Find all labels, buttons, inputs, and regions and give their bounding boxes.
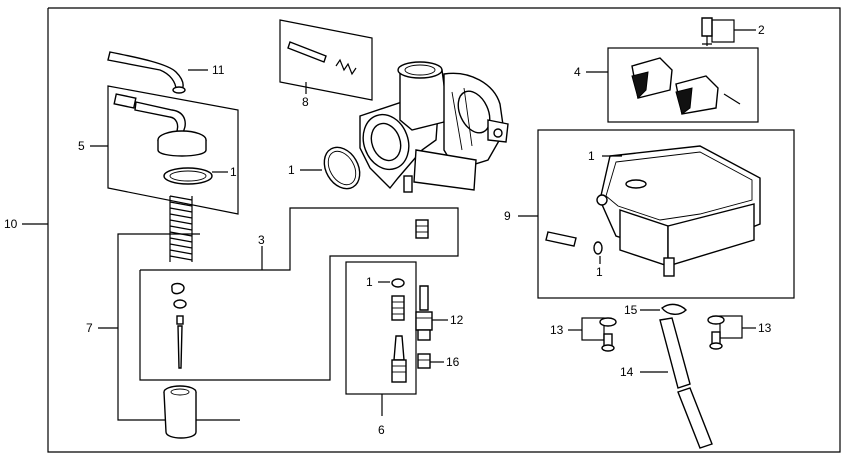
label-13a: 13	[550, 323, 564, 337]
label-4: 4	[574, 65, 581, 79]
needle-head	[176, 315, 184, 325]
hose-clip-15	[661, 303, 687, 315]
label-1c: 1	[366, 275, 373, 289]
drain-tube-14-lower	[677, 387, 713, 449]
part-2	[701, 17, 713, 37]
label-2: 2	[758, 23, 765, 37]
part-13-tag-left	[581, 317, 605, 341]
o-ring-5	[163, 167, 213, 185]
label-8: 8	[302, 95, 309, 109]
group-3-frame	[139, 207, 459, 381]
label-1a: 1	[230, 165, 237, 179]
label-1d: 1	[588, 149, 595, 163]
cap-body	[157, 140, 207, 157]
jet-needle	[177, 325, 183, 369]
float-pin	[723, 93, 741, 105]
idle-spring	[335, 58, 357, 76]
washer-13-right	[707, 315, 725, 325]
nipple-part	[113, 93, 137, 109]
label-1b: 1	[288, 163, 295, 177]
float-valve-12	[415, 285, 433, 341]
pilot-jet	[391, 295, 405, 321]
label-6: 6	[378, 423, 385, 437]
needle-jet	[391, 335, 407, 383]
drain-tube-14-upper	[659, 317, 691, 389]
label-9: 9	[504, 209, 511, 223]
float-chamber	[596, 145, 761, 277]
label-7: 7	[86, 321, 93, 335]
o-ring-6	[391, 278, 405, 288]
o-ring-carb	[323, 146, 361, 190]
carburetor-body	[359, 61, 509, 193]
group-4-frame	[607, 47, 759, 123]
group-9-frame	[537, 129, 795, 299]
needle-clip	[171, 282, 185, 295]
drain-screw	[545, 231, 577, 247]
drain-o-ring	[593, 241, 603, 255]
throttle-spring	[169, 195, 193, 262]
assembly-frame	[47, 7, 841, 453]
label-15: 15	[624, 303, 638, 317]
group-5-frame	[107, 85, 239, 215]
pilot-jet-top	[415, 219, 429, 239]
group-8-frame	[279, 19, 373, 101]
label-14: 14	[620, 365, 634, 379]
vent-tube-end	[172, 86, 186, 94]
needle-retainer	[173, 299, 187, 309]
label-10: 10	[4, 217, 18, 231]
label-11: 11	[212, 63, 225, 77]
label-13b: 13	[758, 321, 772, 335]
part-2-tag	[711, 19, 735, 43]
idle-screw	[287, 41, 327, 63]
label-5: 5	[78, 139, 85, 153]
main-jet-16	[417, 353, 431, 369]
part-13-tag-right	[719, 315, 743, 339]
label-1e: 1	[596, 265, 603, 279]
label-12: 12	[450, 313, 464, 327]
o-ring-5-inner	[169, 170, 207, 182]
throttle-slide	[163, 391, 197, 439]
washer-13-left	[599, 317, 617, 327]
label-3: 3	[258, 233, 265, 247]
vent-tube-11	[107, 51, 184, 91]
slide-bore	[170, 388, 190, 396]
cap-tube	[134, 101, 186, 135]
label-16: 16	[446, 355, 460, 369]
